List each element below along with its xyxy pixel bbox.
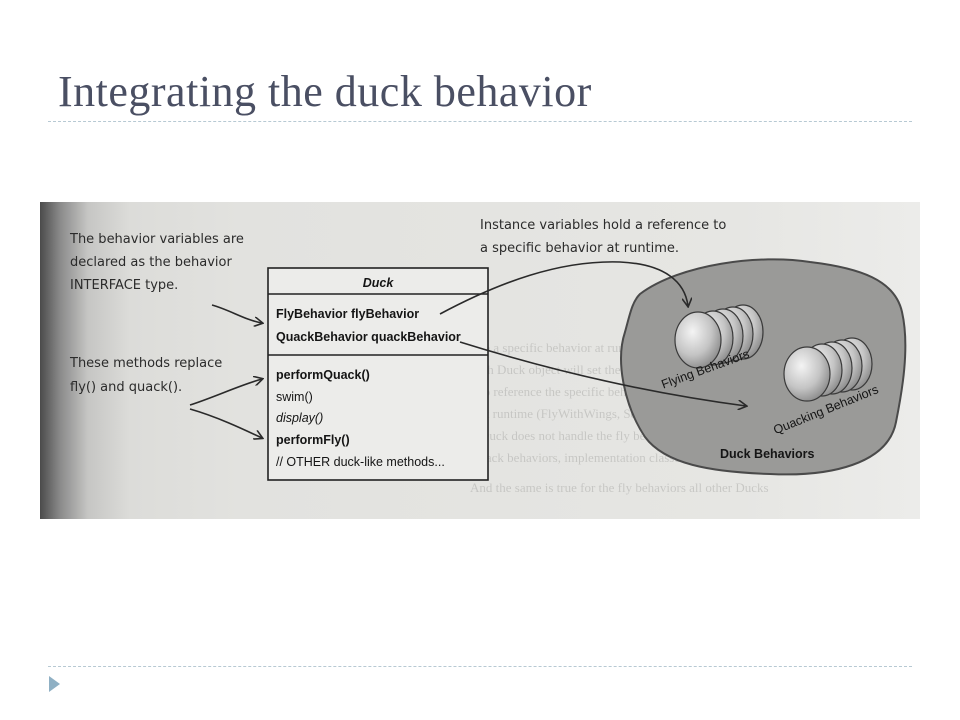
- arrow-fly-to-flying-behaviors: [439, 261, 688, 315]
- methods-note-line-1: These methods replace: [69, 356, 222, 371]
- duck-method-other: // OTHER duck-like methods...: [276, 455, 445, 469]
- duck-diagram-svg: to a specific behavior at runtime, as in…: [69, 218, 907, 495]
- variables-note-line-1: The behavior variables are: [69, 232, 244, 247]
- title-divider: [48, 121, 912, 122]
- duck-method-display: display(): [276, 411, 323, 425]
- svg-text:And the same is true for the f: And the same is true for the fly behavio…: [470, 480, 769, 495]
- duck-diagram: to a specific behavior at runtime, as in…: [40, 202, 920, 519]
- methods-note-line-2: fly() and quack().: [70, 380, 182, 395]
- arrow-to-fields: [211, 304, 262, 323]
- instance-note-line-1: Instance variables hold a reference to: [480, 218, 726, 233]
- flying-behavior-discs: [674, 304, 764, 369]
- duck-behaviors-label: Duck Behaviors: [720, 447, 815, 461]
- duck-field-quack: QuackBehavior quackBehavior: [276, 330, 461, 344]
- duck-method-perform-fly: performFly(): [276, 433, 350, 447]
- duck-method-swim: swim(): [276, 390, 313, 404]
- instance-note-line-2: a specific behavior at runtime.: [480, 241, 679, 256]
- quacking-behavior-discs: [783, 337, 873, 402]
- arrow-to-perform-quack: [189, 379, 262, 406]
- duck-method-perform-quack: performQuack(): [276, 368, 370, 382]
- arrow-to-perform-fly: [189, 408, 262, 438]
- slide-bullet-icon: [49, 676, 60, 692]
- footer-divider: [48, 666, 912, 667]
- duck-class-box: Duck FlyBehavior flyBehavior QuackBehavi…: [267, 267, 489, 481]
- duck-class-name: Duck: [363, 276, 395, 290]
- arrow-quack-to-quacking-behaviors: [459, 341, 746, 406]
- duck-field-fly: FlyBehavior flyBehavior: [276, 307, 419, 321]
- variables-note-line-2: declared as the behavior: [70, 255, 232, 270]
- slide-title: Integrating the duck behavior: [58, 67, 592, 116]
- variables-note-line-3: INTERFACE type.: [70, 278, 178, 293]
